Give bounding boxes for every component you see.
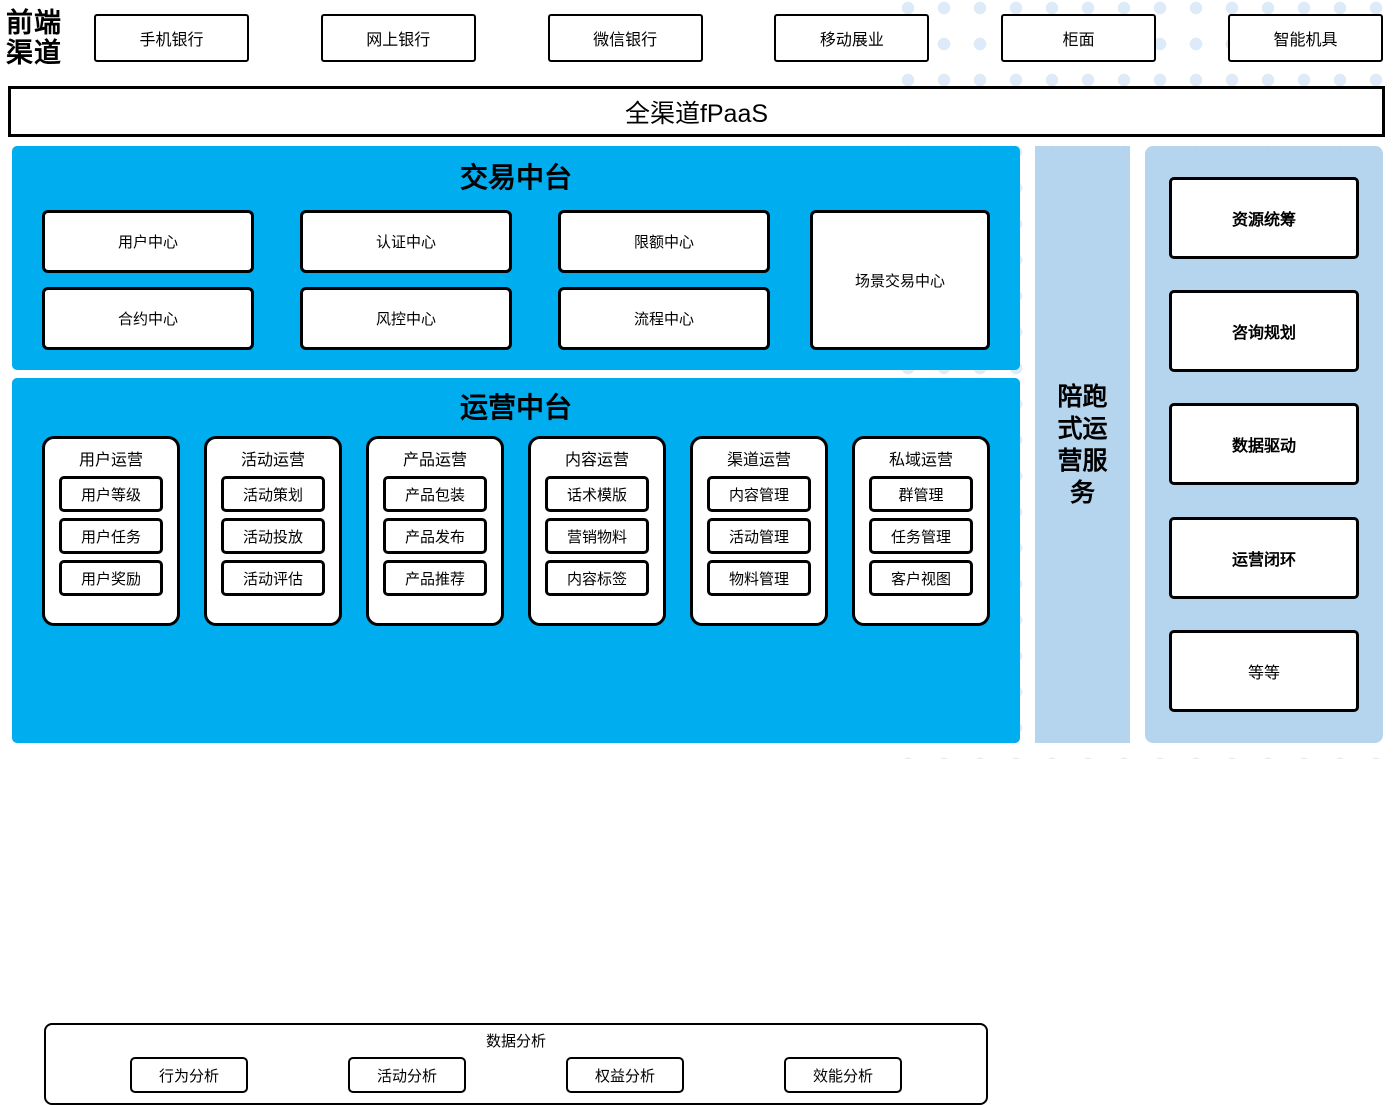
capability-card-panel: 资源统筹 咨询规划 数据驱动 运营闭环 等等	[1145, 146, 1383, 743]
transaction-center-riskcontrol[interactable]: 风控中心	[300, 287, 512, 350]
operation-item[interactable]: 内容管理	[707, 476, 811, 512]
transaction-platform-title: 交易中台	[459, 162, 572, 193]
operation-column-title: 私域运营	[888, 452, 953, 469]
front-end-channel-label: 前端渠道	[6, 8, 62, 68]
channel-box-online-bank[interactable]: 网上银行	[320, 14, 476, 62]
channel-box-mobile-bank[interactable]: 手机银行	[94, 14, 249, 62]
operation-item[interactable]: 活动评估	[221, 560, 325, 596]
operation-item[interactable]: 客户视图	[869, 560, 973, 596]
transaction-center-grid: 用户中心 认证中心 限额中心 合约中心 风控中心 流程中心 场景交易中心	[42, 210, 990, 350]
operation-platform-title: 运营中台	[459, 392, 572, 423]
operation-column-title: 渠道运营	[726, 452, 791, 469]
operation-column-activity: 活动运营 活动策划 活动投放 活动评估	[204, 436, 342, 626]
operation-item[interactable]: 用户等级	[59, 476, 163, 512]
service-strip-label: 陪跑式运营服务	[1057, 382, 1108, 507]
transaction-center-limit[interactable]: 限额中心	[558, 210, 770, 273]
operation-column-private-domain: 私域运营 群管理 任务管理 客户视图	[852, 436, 990, 626]
operation-platform-panel: 运营中台 用户运营 用户等级 用户任务 用户奖励 活动运营 活动策划 活动投放 …	[12, 378, 1020, 1105]
operation-column-title: 内容运营	[564, 452, 629, 469]
data-analysis-item-benefit[interactable]: 权益分析	[566, 1057, 684, 1093]
operation-column-title: 活动运营	[240, 452, 305, 469]
channel-box-smart-machine[interactable]: 智能机具	[1227, 14, 1383, 62]
transaction-center-list: 用户中心 认证中心 限额中心 合约中心 风控中心 流程中心	[42, 210, 810, 350]
capability-card-data-driven[interactable]: 数据驱动	[1169, 403, 1359, 486]
operation-column-user: 用户运营 用户等级 用户任务 用户奖励	[42, 436, 180, 626]
transaction-platform-panel: 交易中台 用户中心 认证中心 限额中心 合约中心 风控中心 流程中心 场景交易中…	[12, 146, 1020, 370]
operation-item[interactable]: 产品发布	[383, 518, 487, 554]
capability-card-resource-coordination[interactable]: 资源统筹	[1169, 177, 1359, 260]
transaction-center-auth[interactable]: 认证中心	[300, 210, 512, 273]
operation-item[interactable]: 产品包装	[383, 476, 487, 512]
transaction-center-process[interactable]: 流程中心	[558, 287, 770, 350]
operation-column-list: 用户运营 用户等级 用户任务 用户奖励 活动运营 活动策划 活动投放 活动评估 …	[42, 436, 990, 626]
capability-card-consulting-planning[interactable]: 咨询规划	[1169, 290, 1359, 373]
operation-item[interactable]: 营销物料	[545, 518, 649, 554]
operation-column-product: 产品运营 产品包装 产品发布 产品推荐	[366, 436, 504, 626]
channel-box-counter[interactable]: 柜面	[1001, 14, 1157, 62]
operation-column-content: 内容运营 话术模版 营销物料 内容标签	[528, 436, 666, 626]
data-analysis-item-activity[interactable]: 活动分析	[348, 1057, 466, 1093]
omni-channel-fpaas-band[interactable]: 全渠道fPaaS	[8, 86, 1385, 137]
operation-item[interactable]: 活动策划	[221, 476, 325, 512]
operation-item[interactable]: 物料管理	[707, 560, 811, 596]
data-analysis-section: 数据分析 行为分析 活动分析 权益分析 效能分析	[44, 1023, 988, 1105]
channel-box-list: 手机银行 网上银行 微信银行 移动展业 柜面 智能机具	[88, 14, 1393, 62]
data-analysis-item-behavior[interactable]: 行为分析	[130, 1057, 248, 1093]
front-end-channel-row: 前端渠道 手机银行 网上银行 微信银行 移动展业 柜面 智能机具	[0, 0, 1393, 76]
accompanying-operation-service-strip: 陪跑式运营服务	[1035, 146, 1130, 743]
operation-item[interactable]: 活动投放	[221, 518, 325, 554]
operation-item[interactable]: 话术模版	[545, 476, 649, 512]
operation-item[interactable]: 用户奖励	[59, 560, 163, 596]
transaction-center-user[interactable]: 用户中心	[42, 210, 254, 273]
transaction-center-scene[interactable]: 场景交易中心	[810, 210, 990, 350]
channel-box-wechat-bank[interactable]: 微信银行	[547, 14, 703, 62]
operation-column-title: 用户运营	[78, 452, 143, 469]
data-analysis-item-efficiency[interactable]: 效能分析	[784, 1057, 902, 1093]
operation-column-channel: 渠道运营 内容管理 活动管理 物料管理	[690, 436, 828, 626]
capability-card-etc[interactable]: 等等	[1169, 629, 1359, 712]
operation-column-title: 产品运营	[402, 452, 467, 469]
operation-item[interactable]: 用户任务	[59, 518, 163, 554]
capability-card-operation-closed-loop[interactable]: 运营闭环	[1169, 516, 1359, 599]
transaction-center-contract[interactable]: 合约中心	[42, 287, 254, 350]
data-analysis-title: 数据分析	[485, 1033, 546, 1050]
operation-item[interactable]: 活动管理	[707, 518, 811, 554]
operation-item[interactable]: 产品推荐	[383, 560, 487, 596]
channel-box-mobile-business[interactable]: 移动展业	[774, 14, 930, 62]
operation-item[interactable]: 内容标签	[545, 560, 649, 596]
operation-item[interactable]: 任务管理	[869, 518, 973, 554]
operation-item[interactable]: 群管理	[869, 476, 973, 512]
data-analysis-item-list: 行为分析 活动分析 权益分析 效能分析	[46, 1057, 986, 1093]
